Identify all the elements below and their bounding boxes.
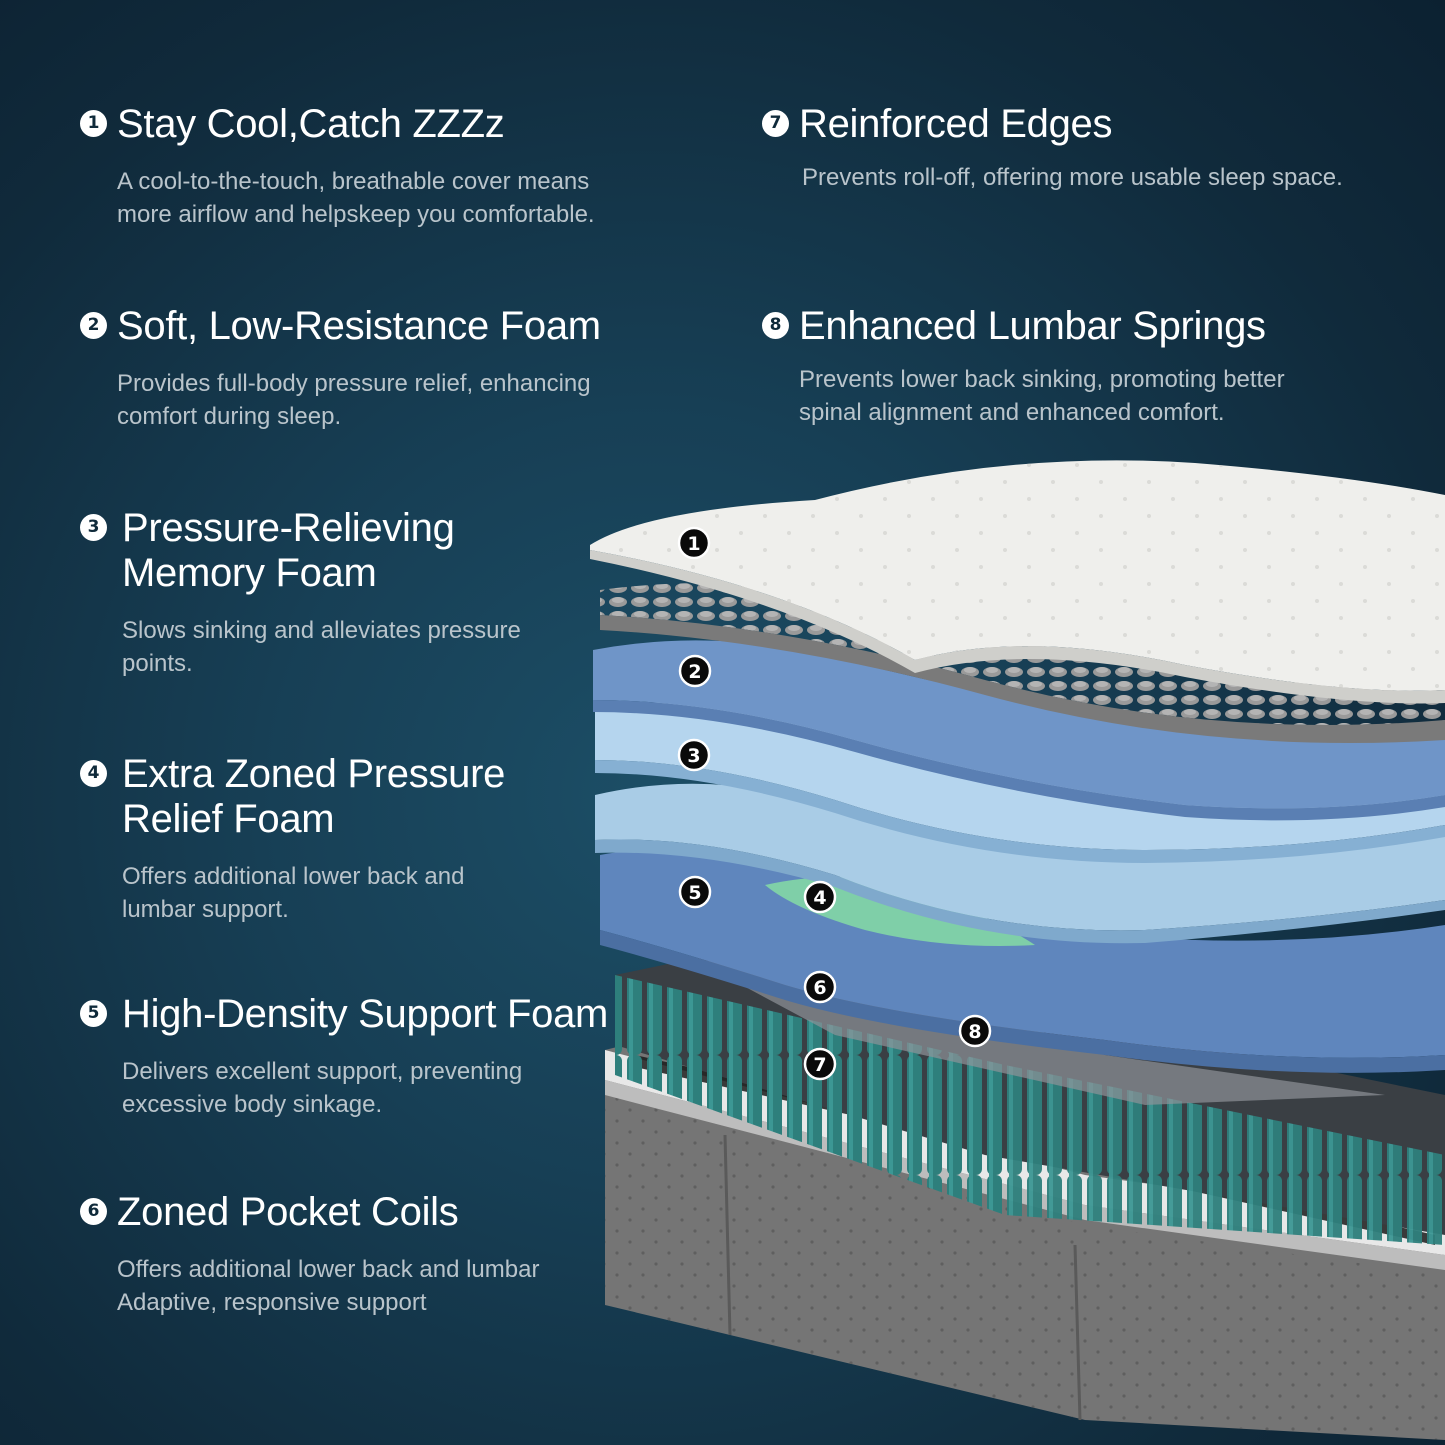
layer-cover — [590, 460, 1445, 704]
svg-text:5: 5 — [688, 882, 701, 904]
number-badge-1: 1 — [80, 110, 107, 137]
feature-description: Provides full-body pressure relief, enha… — [117, 370, 591, 430]
feature-title: Reinforced Edges — [799, 102, 1113, 146]
feature-7: 7 Reinforced Edges Prevents roll-off, of… — [762, 102, 1402, 194]
number-badge-8: 8 — [762, 312, 789, 339]
layer-badge-2: 2 — [678, 654, 712, 688]
feature-4: 4 Extra Zoned Pressure Relief Foam Offer… — [80, 752, 560, 926]
layer-memory-foam-lower — [595, 783, 1445, 944]
feature-title: High-Density Support Foam — [122, 992, 609, 1036]
feature-1: 1 Stay Cool,Catch ZZZz A cool-to-the-tou… — [80, 102, 640, 231]
layer-badge-8: 8 — [958, 1014, 992, 1048]
feature-title: Zoned Pocket Coils — [117, 1190, 459, 1234]
svg-text:2: 2 — [688, 661, 701, 683]
feature-description: Offers additional lower back and lumbar … — [122, 863, 465, 923]
layer-badge-1: 1 — [677, 526, 711, 560]
svg-text:1: 1 — [687, 533, 700, 555]
feature-6: 6 Zoned Pocket Coils Offers additional l… — [80, 1190, 640, 1319]
feature-description: Offers additional lower back and lumbar … — [117, 1256, 540, 1316]
feature-description: A cool-to-the-touch, breathable cover me… — [117, 168, 595, 228]
layer-badge-6: 6 — [803, 970, 837, 1004]
feature-title: Soft, Low-Resistance Foam — [117, 304, 601, 348]
feature-description: Slows sinking and alleviates pressure po… — [122, 617, 521, 677]
number-badge-2: 2 — [80, 312, 107, 339]
feature-title: Extra Zoned Pressure Relief Foam — [122, 752, 506, 841]
svg-text:6: 6 — [813, 977, 826, 999]
layer-badge-3: 3 — [677, 738, 711, 772]
layer-badge-4: 4 — [803, 880, 837, 914]
feature-title: Enhanced Lumbar Springs — [799, 304, 1266, 348]
feature-8: 8 Enhanced Lumbar Springs Prevents lower… — [762, 304, 1402, 429]
feature-2: 2 Soft, Low-Resistance Foam Provides ful… — [80, 304, 640, 433]
svg-text:4: 4 — [813, 887, 826, 909]
feature-title: Stay Cool,Catch ZZZz — [117, 102, 505, 146]
feature-5: 5 High-Density Support Foam Delivers exc… — [80, 992, 640, 1121]
layer-badge-5: 5 — [678, 875, 712, 909]
feature-3: 3 Pressure-Relieving Memory Foam Slows s… — [80, 506, 560, 680]
svg-text:3: 3 — [687, 745, 700, 767]
number-badge-7: 7 — [762, 110, 789, 137]
number-badge-5: 5 — [80, 1000, 107, 1027]
feature-description: Delivers excellent support, preventing e… — [122, 1058, 523, 1118]
svg-text:7: 7 — [813, 1054, 826, 1076]
feature-title: Pressure-Relieving Memory Foam — [122, 506, 455, 595]
number-badge-3: 3 — [80, 514, 107, 541]
feature-description: Prevents roll-off, offering more usable … — [802, 164, 1343, 191]
number-badge-6: 6 — [80, 1198, 107, 1225]
layer-badge-7: 7 — [803, 1047, 837, 1081]
svg-text:8: 8 — [968, 1021, 981, 1043]
mattress-layers-illustration: 1 2 3 4 5 6 7 8 — [590, 460, 1445, 1440]
layer-soft-foam — [593, 640, 1445, 821]
feature-description: Prevents lower back sinking, promoting b… — [799, 366, 1285, 426]
number-badge-4: 4 — [80, 760, 107, 787]
